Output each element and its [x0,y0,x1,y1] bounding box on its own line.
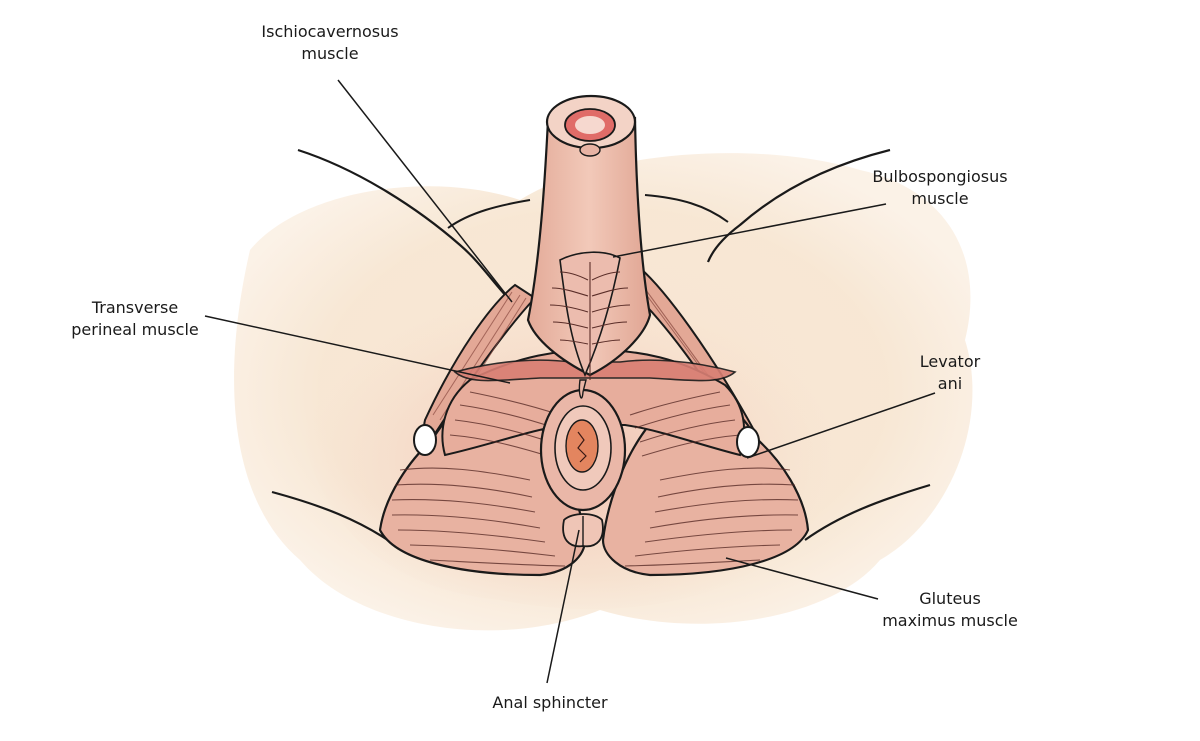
urethral-lumen [575,116,605,134]
small-node [579,143,601,157]
label-anal-sphincter: Anal sphincter [470,692,630,714]
upper-curve-right [644,194,729,223]
muscle-striations [391,391,799,567]
label-anal-line1: Anal sphincter [492,693,608,712]
leader-bulbospongiosus [612,203,887,258]
label-ischiocavernosus-line1: Ischiocavernosus [261,22,399,41]
upper-curve-left [447,199,531,229]
label-levator-line2: ani [937,374,963,393]
label-gluteus-line1: Gluteus [919,589,981,608]
label-bulbospongiosus-line1: Bulbospongiosus [872,167,1008,186]
label-ischiocavernosus-line2: muscle [301,44,359,63]
right-buttock-outline [804,483,931,541]
label-gluteus-maximus-muscle: Gluteus maximus muscle [860,588,1040,632]
bulbospongiosus-feathers [549,262,631,380]
leader-anal-sphincter [546,529,580,684]
anal-texture [577,431,587,463]
leader-lines [204,79,936,684]
left-ischial-tuberosity [413,424,437,456]
leader-ischiocavernosus [337,79,513,303]
label-transverse-perineal-muscle: Transverse perineal muscle [50,297,220,341]
leader-transverse-perineal [204,315,511,384]
label-bulbospongiosus-muscle: Bulbospongiosus muscle [860,166,1020,210]
left-buttock-outline [271,490,396,546]
right-thigh-outline [706,148,891,263]
leader-gluteus-maximus [725,557,879,600]
label-transverse-line1: Transverse [91,298,179,317]
label-levator-line1: Levator [919,352,981,371]
left-thigh-outline [297,148,511,301]
leader-levator-ani [746,392,936,459]
label-levator-ani: Levator ani [900,351,1000,395]
label-bulbospongiosus-line2: muscle [911,189,969,208]
label-gluteus-line2: maximus muscle [882,611,1018,630]
anal-opening [565,419,599,473]
label-transverse-line2: perineal muscle [71,320,199,339]
sphincter-stalk [578,379,587,399]
label-ischiocavernosus-muscle: Ischiocavernosus muscle [240,21,420,65]
right-ischial-tuberosity [736,426,760,458]
